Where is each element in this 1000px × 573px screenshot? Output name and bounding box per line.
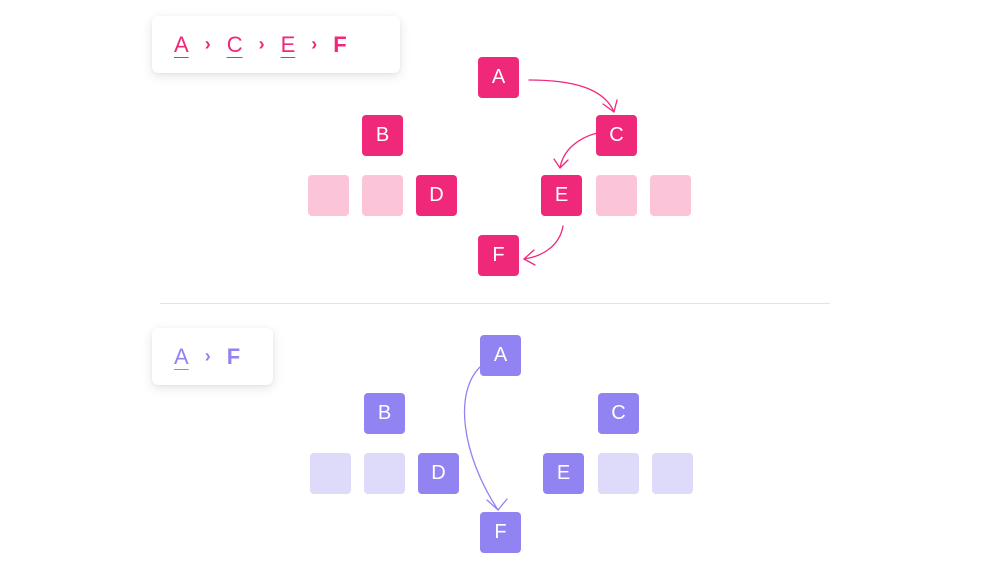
node-c: C bbox=[596, 115, 637, 156]
placeholder-node bbox=[364, 453, 405, 494]
node-b: B bbox=[362, 115, 403, 156]
arrowhead-icon bbox=[523, 249, 536, 266]
placeholder-node bbox=[308, 175, 349, 216]
chevron-right-icon: › bbox=[204, 346, 211, 366]
breadcrumb-link-a[interactable]: A bbox=[174, 343, 189, 369]
placeholder-node bbox=[596, 175, 637, 216]
node-d: D bbox=[418, 453, 459, 494]
arrowhead-icon bbox=[553, 158, 569, 169]
placeholder-node bbox=[362, 175, 403, 216]
arrow-a-to-c bbox=[528, 79, 615, 113]
section-divider bbox=[160, 303, 830, 304]
arrowhead-icon bbox=[602, 99, 618, 113]
node-f: F bbox=[480, 512, 521, 553]
arrow-c-to-e bbox=[559, 132, 598, 169]
node-e: E bbox=[543, 453, 584, 494]
placeholder-node bbox=[310, 453, 351, 494]
breadcrumb-bottom: A › F bbox=[152, 328, 273, 385]
arrow-e-to-f bbox=[523, 225, 564, 260]
placeholder-node bbox=[652, 453, 693, 494]
breadcrumb-current-f: F bbox=[333, 31, 347, 57]
placeholder-node bbox=[650, 175, 691, 216]
arrowhead-icon bbox=[486, 498, 508, 511]
breadcrumb-link-a[interactable]: A bbox=[174, 31, 189, 57]
node-b: B bbox=[364, 393, 405, 434]
breadcrumb-top: A › C › E › F bbox=[152, 16, 400, 73]
breadcrumb-link-c[interactable]: C bbox=[226, 31, 243, 57]
breadcrumb-link-e[interactable]: E bbox=[280, 31, 296, 57]
node-a: A bbox=[480, 335, 521, 376]
node-e: E bbox=[541, 175, 582, 216]
breadcrumb-current-f: F bbox=[226, 343, 241, 369]
node-a: A bbox=[478, 57, 519, 98]
chevron-right-icon: › bbox=[204, 34, 211, 54]
node-c: C bbox=[598, 393, 639, 434]
node-d: D bbox=[416, 175, 457, 216]
chevron-right-icon: › bbox=[311, 34, 318, 54]
chevron-right-icon: › bbox=[258, 34, 265, 54]
arrow-a-to-f bbox=[463, 365, 499, 511]
placeholder-node bbox=[598, 453, 639, 494]
node-f: F bbox=[478, 235, 519, 276]
